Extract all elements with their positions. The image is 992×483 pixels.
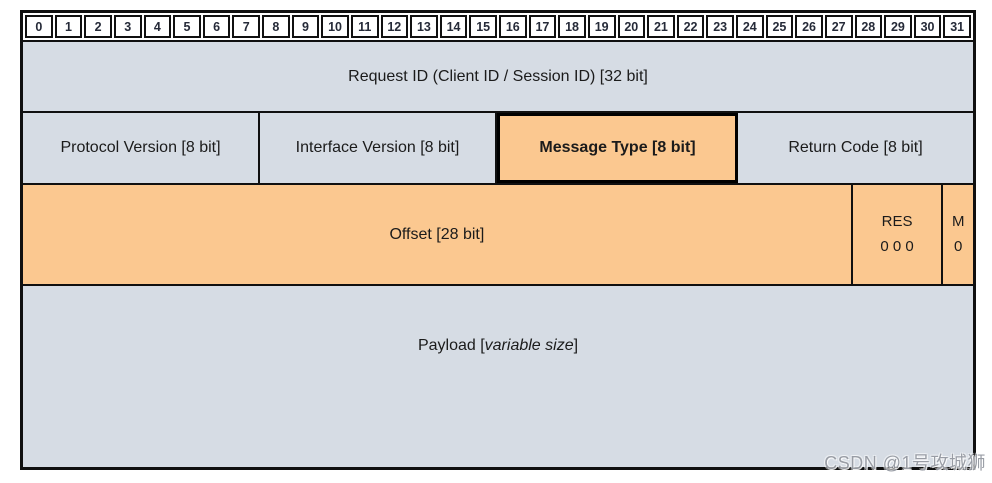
protocol-version-label: Protocol Version [8 bit]: [60, 139, 221, 156]
m-flag-cell: M 0: [943, 185, 973, 284]
interface-version-label: Interface Version [8 bit]: [295, 139, 460, 156]
bit-index-cell: 25: [765, 15, 794, 38]
bit-index-cell: 4: [143, 15, 172, 38]
bit-index-cell: 17: [528, 15, 557, 38]
bit-index-cell: 3: [113, 15, 142, 38]
m-flag-label: M: [951, 212, 965, 230]
bit-index-cell: 29: [884, 15, 912, 38]
bit-index-cell: 21: [647, 15, 675, 38]
bit-index-cell: 23: [706, 15, 734, 38]
res-value: 0 0 0: [880, 237, 914, 255]
payload-cell: Payload [variable size]: [23, 286, 973, 467]
offset-row: Offset [28 bit] RES 0 0 0 M 0: [23, 185, 973, 286]
bit-index-cell: 6: [202, 15, 231, 38]
bit-index-cell: 22: [676, 15, 705, 38]
bit-index-cell: 20: [617, 15, 646, 38]
payload-label: Payload [variable size]: [417, 336, 579, 354]
bit-index-cell: 30: [913, 15, 942, 38]
res-cell: RES 0 0 0: [852, 185, 944, 284]
return-code-cell: Return Code [8 bit]: [738, 113, 973, 183]
m-flag-value: 0: [954, 237, 963, 255]
request-id-cell: Request ID (Client ID / Session ID) [32 …: [23, 42, 973, 113]
bit-index-cell: 28: [854, 15, 883, 38]
interface-version-cell: Interface Version [8 bit]: [260, 113, 497, 183]
request-id-label: Request ID (Client ID / Session ID) [32 …: [348, 67, 648, 85]
payload-variable-size: variable size: [484, 336, 574, 354]
bit-index-cell: 2: [84, 15, 112, 38]
versions-row: Protocol Version [8 bit] Interface Versi…: [23, 113, 973, 185]
bit-index-cell: 5: [173, 15, 201, 38]
watermark: CSDN @1号攻城狮: [824, 453, 986, 473]
res-label: RES: [881, 212, 913, 230]
protocol-version-cell: Protocol Version [8 bit]: [23, 113, 260, 183]
bit-index-cell: 13: [410, 15, 438, 38]
bit-index-cell: 9: [291, 15, 320, 38]
bit-index-cell: 1: [54, 15, 83, 38]
bit-index-cell: 31: [943, 15, 971, 38]
bit-index-cell: 14: [439, 15, 468, 38]
offset-label: Offset [28 bit]: [389, 225, 485, 243]
bit-index-cell: 19: [587, 15, 616, 38]
bit-index-cell: 7: [232, 15, 260, 38]
bit-index-cell: 0: [25, 15, 53, 38]
bit-index-cell: 24: [736, 15, 764, 38]
bit-index-cell: 26: [795, 15, 823, 38]
bit-index-cell: 11: [350, 15, 379, 38]
offset-cell: Offset [28 bit]: [23, 185, 853, 284]
message-type-label: Message Type [8 bit]: [539, 139, 696, 156]
bit-index-cell: 8: [262, 15, 290, 38]
bit-index-cell: 18: [558, 15, 586, 38]
bit-index-cell: 12: [380, 15, 409, 38]
bit-index-cell: 16: [499, 15, 527, 38]
message-type-cell: Message Type [8 bit]: [497, 113, 738, 183]
bit-index-cell: 10: [321, 15, 349, 38]
bit-index-cell: 15: [469, 15, 497, 38]
return-code-label: Return Code [8 bit]: [788, 139, 923, 156]
bit-index-cell: 27: [824, 15, 853, 38]
